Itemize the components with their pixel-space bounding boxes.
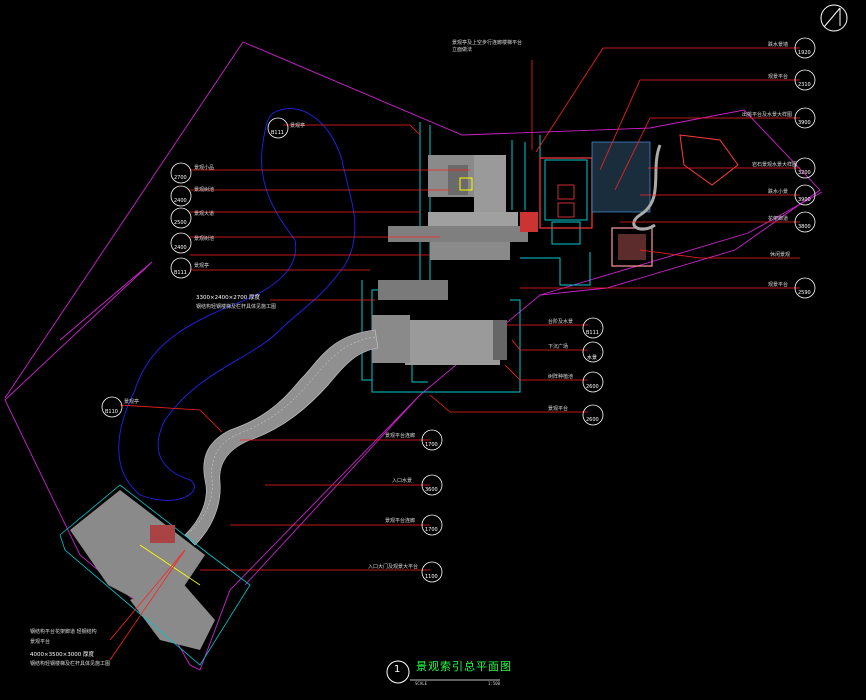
callout-label: 景观树池 — [194, 236, 215, 242]
callout-sheet: 2600 — [586, 384, 599, 390]
callout-label: 出挑平台及水景大样图 — [742, 112, 793, 118]
callout-label: 花架廊道 — [768, 216, 789, 222]
north-arrow-icon — [820, 4, 848, 32]
callout-label: 台阶及水景 — [548, 319, 574, 325]
title-block — [386, 660, 500, 684]
callout-label: 观景平台 — [768, 74, 789, 80]
leader-lines — [109, 47, 800, 661]
callout-sheet: 2310 — [798, 82, 811, 88]
callout-label: 景观亭 — [194, 263, 210, 269]
bottom-note: 钢结构轻钢楼梯及栏杆具体见施工图 — [30, 661, 111, 667]
scale-right: 1:500 — [488, 681, 501, 686]
callout-sheet: 2600 — [586, 417, 599, 423]
callout-label: 跌水景墙 — [768, 42, 789, 48]
callout-sheet: 3600 — [425, 487, 438, 493]
callout-label: 景观亭 — [124, 399, 140, 405]
lawn-outline — [118, 108, 356, 501]
callout-label: 景观平台连廊 — [385, 518, 416, 524]
callout-sheet: 1920 — [798, 50, 811, 56]
callout-sheet: 2400 — [174, 245, 187, 251]
callout-label: 休闲景观 — [770, 252, 791, 258]
callout-label: 跌水小景 — [768, 189, 789, 195]
callout-label: 景观树池 — [194, 187, 215, 193]
callout-label: 树阵种植池 — [548, 374, 574, 380]
callout-sheet: 2700 — [174, 175, 187, 181]
scale-left: SCALE — [415, 681, 428, 686]
callout-sheet: B111 — [586, 330, 599, 336]
callout-sheet: 1700 — [425, 442, 438, 448]
bottom-note-b: 景观平台 — [30, 639, 51, 645]
callout-label: 下沉广场 — [548, 344, 569, 350]
paved-areas — [372, 155, 528, 365]
callout-sheet: 2500 — [174, 220, 187, 226]
callout-sheet: 2400 — [174, 198, 187, 204]
callout-label: 入口水景 — [392, 478, 413, 484]
callout-sheet: B111 — [271, 130, 284, 136]
callout-sheet: 3800 — [798, 224, 811, 230]
winding-path — [184, 329, 379, 546]
callout-sheet: 3900 — [798, 120, 811, 126]
callout-label: 景观亭 — [290, 123, 306, 129]
callout-sheet: 3200 — [798, 170, 811, 176]
top-callout-label: 景观亭及上空步行连廊楼梯平台立面做法 — [452, 40, 523, 53]
callout-sheet: 1100 — [425, 574, 438, 580]
callout-sheet: 3900 — [798, 197, 811, 203]
callout-sheet: 2590 — [798, 290, 811, 296]
bottom-dimension-note: 4000×3500×3000 厚度 — [30, 652, 94, 658]
drawing-title-number: 1 — [394, 664, 401, 675]
callout-label: 观景平台 — [768, 282, 789, 288]
callout-sheet: 水景 — [587, 355, 598, 361]
entrance-plaza — [59, 484, 251, 666]
callout-markers — [101, 37, 816, 583]
callout-sheet: 1700 — [425, 527, 438, 533]
callout-label: 岩石景观水景大样图 — [752, 162, 798, 168]
drawing-title: 景观索引总平面图 — [416, 660, 512, 673]
callout-label: 景观平台 — [548, 406, 569, 412]
mid-dimension-note: 3300×2400×2700 厚度 — [196, 295, 260, 301]
callout-sheet: B110 — [105, 409, 118, 415]
callout-sheet: B111 — [174, 270, 187, 276]
callout-label: 景观小品 — [194, 165, 215, 171]
mid-note: 钢结构轻钢楼梯及栏杆具体见施工图 — [196, 304, 277, 310]
callout-label: 入口大门及观景大平台 — [368, 564, 419, 570]
callout-label: 景观平台连廊 — [385, 433, 416, 439]
callout-label: 景观大道 — [194, 211, 215, 217]
bottom-note-a: 钢结构平台花架廊道 轻钢结构 — [30, 629, 97, 635]
